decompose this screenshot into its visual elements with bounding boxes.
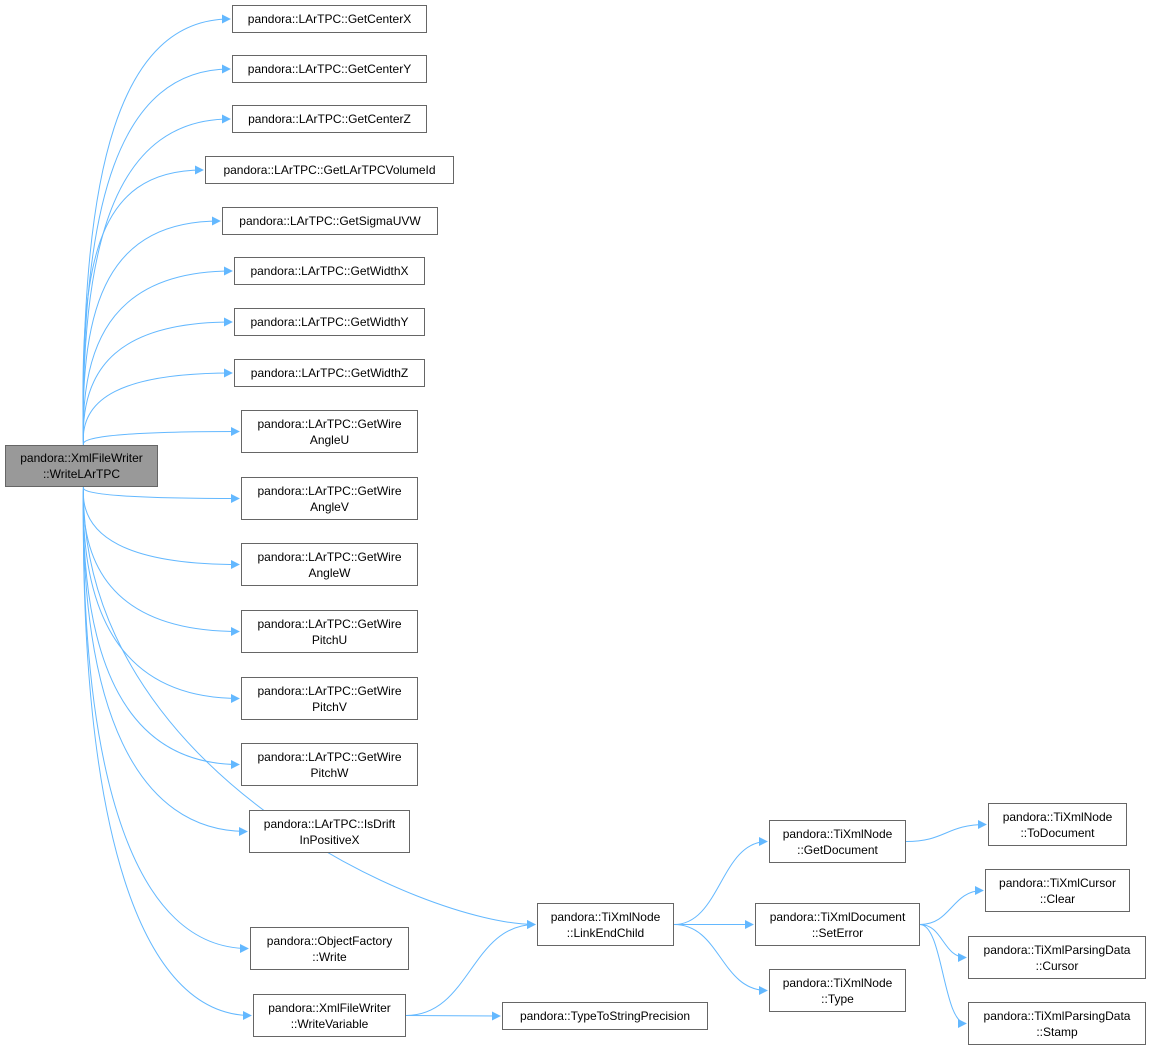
node-tixmlnode-type[interactable]: pandora::TiXmlNode ::Type: [769, 969, 906, 1012]
node-lartpc-getwireangleu[interactable]: pandora::LArTPC::GetWire AngleU: [241, 410, 418, 453]
node-lartpc-getsigmauvw[interactable]: pandora::LArTPC::GetSigmaUVW: [222, 207, 438, 235]
edge-root-to-getVolumeId: [82, 165, 204, 446]
node-label-line: pandora::TiXmlNode: [782, 826, 893, 841]
edge-root-to-writeVariable: [82, 486, 252, 1020]
node-label-line: AngleW: [308, 565, 351, 580]
node-label-line: ::WriteLArTPC: [42, 467, 121, 481]
node-lartpc-isdriftinpositivex[interactable]: pandora::LArTPC::IsDrift InPositiveX: [249, 810, 410, 853]
node-label-line: pandora::LArTPC::GetCenterY: [247, 62, 412, 76]
node-label-line: pandora::LArTPC::GetWidthZ: [250, 366, 409, 380]
node-label-line: InPositiveX: [299, 832, 360, 847]
node-label-line: ::WriteVariable: [290, 1016, 369, 1031]
edge-writeVariable-to-typeToString: [405, 1011, 501, 1021]
node-lartpc-getcenterz[interactable]: pandora::LArTPC::GetCenterZ: [232, 105, 427, 133]
edge-getDocument-to-toDocument: [905, 820, 987, 842]
edge-root-to-pitchU: [82, 486, 240, 636]
edge-root-to-pitchW: [82, 486, 240, 769]
node-label-line: pandora::LArTPC::GetWire: [257, 549, 402, 564]
node-label-line: pandora::TypeToStringPrecision: [519, 1009, 691, 1023]
node-label-line: pandora::XmlFileWriter: [20, 451, 143, 465]
node-label-line: pandora::LArTPC::IsDrift: [263, 816, 396, 831]
node-label-line: AngleV: [310, 499, 349, 514]
node-label-line: pandora::TiXmlNode: [1002, 809, 1113, 824]
node-label-line: AngleU: [309, 432, 350, 447]
edge-root-to-getWidthY: [82, 317, 233, 446]
edge-root-to-getCenterX: [82, 14, 231, 446]
node-lartpc-getwirepitchu[interactable]: pandora::LArTPC::GetWire PitchU: [241, 610, 418, 653]
edge-setError-to-parsingStamp: [919, 924, 967, 1028]
node-label-line: pandora::TiXmlCursor: [999, 875, 1116, 890]
node-label-line: pandora::LArTPC::GetWire: [257, 483, 402, 498]
node-lartpc-getwireanglev[interactable]: pandora::LArTPC::GetWire AngleV: [241, 477, 418, 520]
edge-root-to-angleV: [82, 486, 240, 503]
edge-root-to-getWidthZ: [82, 368, 233, 446]
edge-root-to-angleU: [82, 427, 240, 446]
node-label-line: ::ToDocument: [1020, 825, 1095, 840]
node-label-line: pandora::LArTPC::GetWire: [257, 683, 402, 698]
node-lartpc-getlartpcvolumeid[interactable]: pandora::LArTPC::GetLArTPCVolumeId: [205, 156, 454, 184]
edge-root-to-angleW: [82, 486, 240, 569]
node-tixmldocument-seterror[interactable]: pandora::TiXmlDocument ::SetError: [755, 903, 920, 946]
edge-root-to-getWidthX: [82, 266, 233, 446]
edge-root-to-getCenterY: [82, 64, 231, 446]
node-lartpc-getcenterx[interactable]: pandora::LArTPC::GetCenterX: [232, 5, 427, 33]
node-lartpc-getwidthx[interactable]: pandora::LArTPC::GetWidthX: [234, 257, 425, 285]
node-tixmlnode-linkendchild[interactable]: pandora::TiXmlNode ::LinkEndChild: [537, 903, 674, 946]
node-label-line: pandora::LArTPC::GetCenterZ: [248, 112, 411, 126]
edge-writeVariable-to-linkEndChild: [405, 920, 536, 1016]
node-lartpc-getcentery[interactable]: pandora::LArTPC::GetCenterY: [232, 55, 427, 83]
node-label-line: pandora::LArTPC::GetWidthY: [250, 315, 409, 329]
node-label-line: PitchV: [312, 699, 347, 714]
edge-setError-to-cursorClear: [919, 886, 984, 925]
node-label-line: pandora::XmlFileWriter: [268, 1000, 391, 1015]
node-label-line: pandora::LArTPC::GetWire: [257, 416, 402, 431]
node-xmlfilewriter-writevariable[interactable]: pandora::XmlFileWriter ::WriteVariable: [253, 994, 406, 1037]
node-lartpc-getwidthy[interactable]: pandora::LArTPC::GetWidthY: [234, 308, 425, 336]
node-label-line: pandora::LArTPC::GetWidthX: [250, 264, 409, 278]
node-lartpc-getwirepitchv[interactable]: pandora::LArTPC::GetWire PitchV: [241, 677, 418, 720]
node-tixmlnode-getdocument[interactable]: pandora::TiXmlNode ::GetDocument: [769, 820, 906, 863]
node-label-line: ::SetError: [811, 925, 864, 940]
node-label-line: ::Cursor: [1035, 958, 1079, 973]
node-label-line: pandora::LArTPC::GetSigmaUVW: [239, 214, 421, 228]
node-label-line: ::Write: [312, 949, 347, 964]
node-tixmlnode-todocument[interactable]: pandora::TiXmlNode ::ToDocument: [988, 803, 1127, 846]
node-tixmlparsingdata-cursor[interactable]: pandora::TiXmlParsingData ::Cursor: [968, 936, 1146, 979]
node-label-line: pandora::TiXmlDocument: [769, 909, 906, 924]
node-label-line: ::GetDocument: [797, 842, 878, 857]
node-label-line: pandora::TiXmlNode: [550, 909, 661, 924]
node-label-line: pandora::LArTPC::GetWire: [257, 749, 402, 764]
node-label-line: ::Type: [821, 991, 854, 1006]
node-lartpc-getwireanglew[interactable]: pandora::LArTPC::GetWire AngleW: [241, 543, 418, 586]
node-label-line: pandora::TiXmlNode: [782, 975, 893, 990]
edge-linkEndChild-to-nodeType: [673, 924, 768, 995]
node-label-line: PitchU: [311, 632, 348, 647]
node-label-line: pandora::LArTPC::GetLArTPCVolumeId: [223, 163, 436, 177]
node-label-line: pandora::TiXmlParsingData: [983, 1008, 1131, 1023]
edge-root-to-pitchV: [82, 486, 240, 703]
node-label-line: ::Clear: [1039, 891, 1076, 906]
node-label-line: pandora::TiXmlParsingData: [983, 942, 1131, 957]
node-label-line: pandora::LArTPC::GetWire: [257, 616, 402, 631]
edge-linkEndChild-to-getDocument: [673, 837, 768, 925]
node-lartpc-getwidthz[interactable]: pandora::LArTPC::GetWidthZ: [234, 359, 425, 387]
edge-root-to-objectFactory: [82, 486, 249, 953]
edge-setError-to-parsingCursor: [919, 924, 967, 962]
node-typetostringprecision[interactable]: pandora::TypeToStringPrecision: [502, 1002, 708, 1030]
node-objectfactory-write[interactable]: pandora::ObjectFactory ::Write: [250, 927, 409, 970]
edge-root-to-getCenterZ: [82, 114, 231, 446]
node-label-line: pandora::LArTPC::GetCenterX: [247, 12, 412, 26]
node-label-line: ::LinkEndChild: [566, 925, 645, 940]
node-label-line: pandora::ObjectFactory: [266, 933, 393, 948]
node-xmlfilewriter-writelartpc[interactable]: pandora::XmlFileWriter ::WriteLArTPC: [5, 445, 158, 487]
node-tixmlparsingdata-stamp[interactable]: pandora::TiXmlParsingData ::Stamp: [968, 1002, 1146, 1045]
node-label-line: ::Stamp: [1036, 1024, 1078, 1039]
node-label-line: PitchW: [310, 765, 349, 780]
node-lartpc-getwirepitchw[interactable]: pandora::LArTPC::GetWire PitchW: [241, 743, 418, 786]
edge-root-to-getSigmaUVW: [82, 216, 221, 446]
edge-root-to-isDrift: [82, 486, 248, 836]
node-tixmlcursor-clear[interactable]: pandora::TiXmlCursor ::Clear: [985, 869, 1130, 912]
